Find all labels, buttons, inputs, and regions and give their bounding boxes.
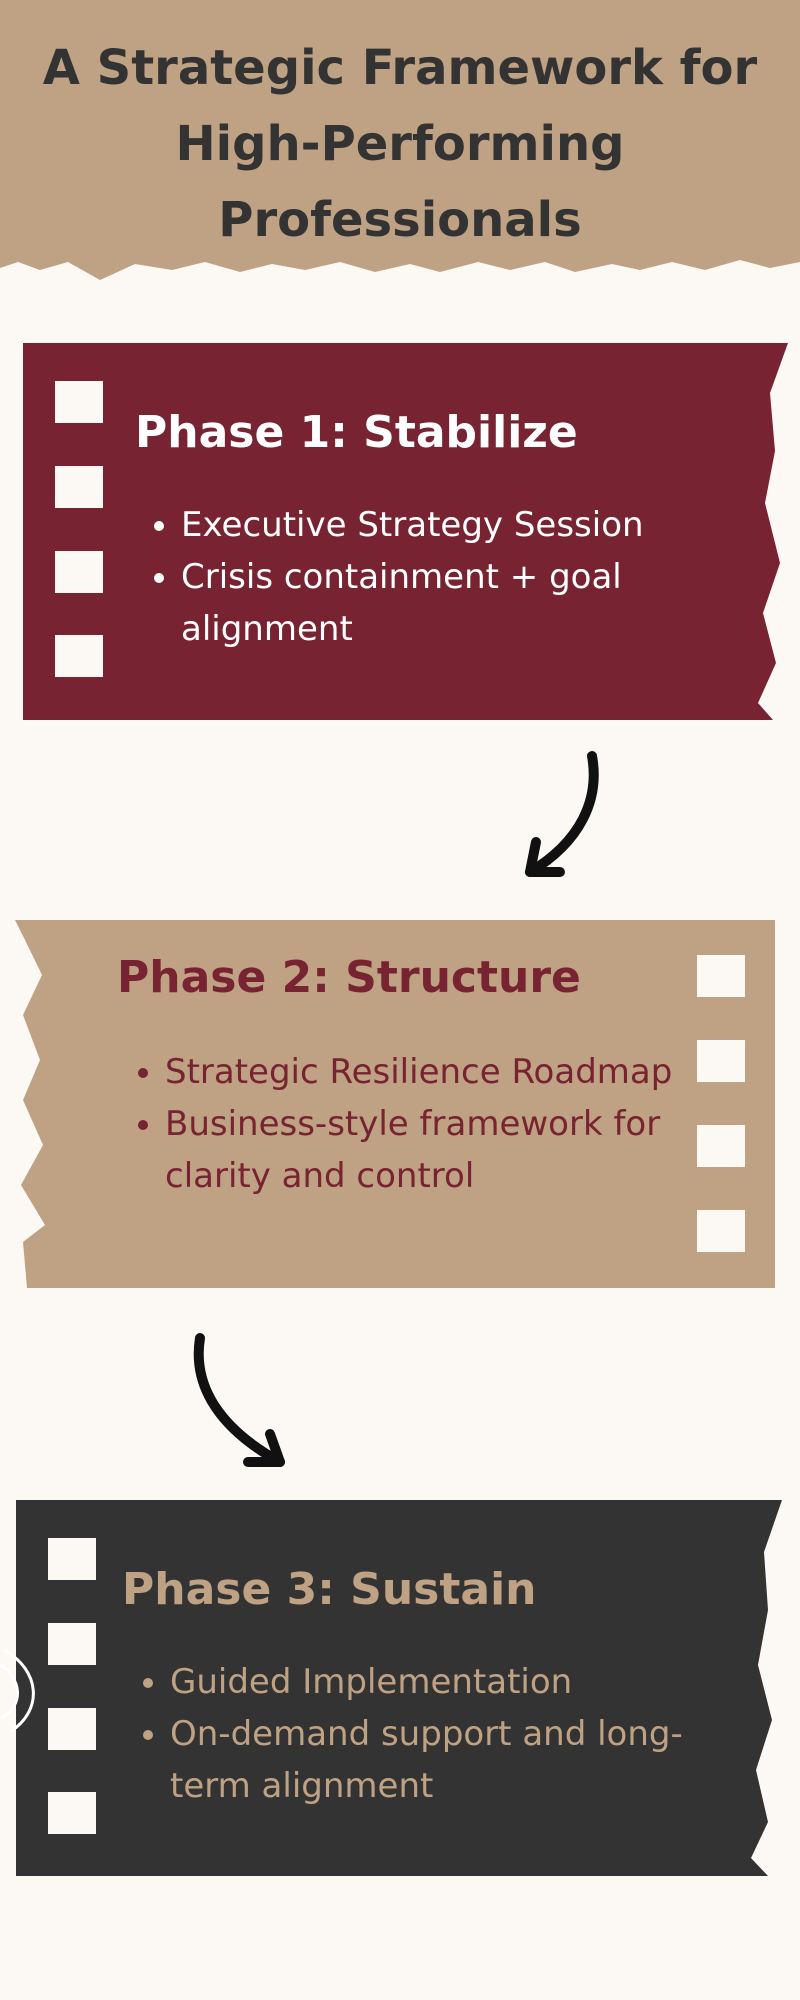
- phase-1-title: Phase 1: Stabilize: [135, 407, 578, 458]
- checkbox-square-icon: [697, 1125, 745, 1167]
- phase-2-card: Phase 2: Structure Strategic Resilience …: [15, 920, 775, 1288]
- checkbox-square-icon: [48, 1708, 96, 1750]
- page-title: A Strategic Framework for High-Performin…: [42, 40, 758, 248]
- phase-1-card-background: [23, 343, 788, 720]
- phase-3-bullet-list: Guided Implementation On-demand support …: [132, 1656, 730, 1812]
- phase-2-title: Phase 2: Structure: [117, 952, 581, 1003]
- list-item: Business-style framework for clarity and…: [165, 1098, 685, 1202]
- list-item: Strategic Resilience Roadmap: [165, 1046, 685, 1098]
- phase-3-card-background: [16, 1500, 782, 1876]
- header-banner: [0, 0, 800, 280]
- list-item: Executive Strategy Session: [181, 499, 741, 551]
- curved-arrow-down-left-icon: [525, 751, 599, 877]
- checkbox-square-icon: [697, 955, 745, 997]
- phase-1-bullet-list: Executive Strategy Session Crisis contai…: [143, 499, 741, 655]
- checkbox-square-icon: [48, 1792, 96, 1834]
- curved-arrow-down-right-icon: [193, 1333, 285, 1467]
- checkbox-square-icon: [55, 635, 103, 677]
- phase-1-card: Phase 1: Stabilize Executive Strategy Se…: [23, 343, 788, 720]
- list-item: Guided Implementation: [170, 1656, 730, 1708]
- checkbox-square-icon: [55, 551, 103, 593]
- list-item: On-demand support and long-term alignmen…: [170, 1708, 730, 1812]
- phase-2-bullet-list: Strategic Resilience Roadmap Business-st…: [127, 1046, 685, 1202]
- phase-3-title: Phase 3: Sustain: [122, 1564, 537, 1615]
- checkbox-square-icon: [55, 466, 103, 508]
- checkbox-square-icon: [697, 1210, 745, 1252]
- checkbox-square-icon: [55, 381, 103, 423]
- checkbox-square-icon: [48, 1623, 96, 1665]
- phase-3-card: Phase 3: Sustain Guided Implementation O…: [16, 1500, 782, 1876]
- checkbox-square-icon: [697, 1040, 745, 1082]
- phase-2-card-background: [15, 920, 775, 1288]
- decorative-arc-icon: [0, 1648, 35, 1734]
- checkbox-square-icon: [48, 1538, 96, 1580]
- list-item: Crisis containment + goal alignment: [181, 551, 741, 655]
